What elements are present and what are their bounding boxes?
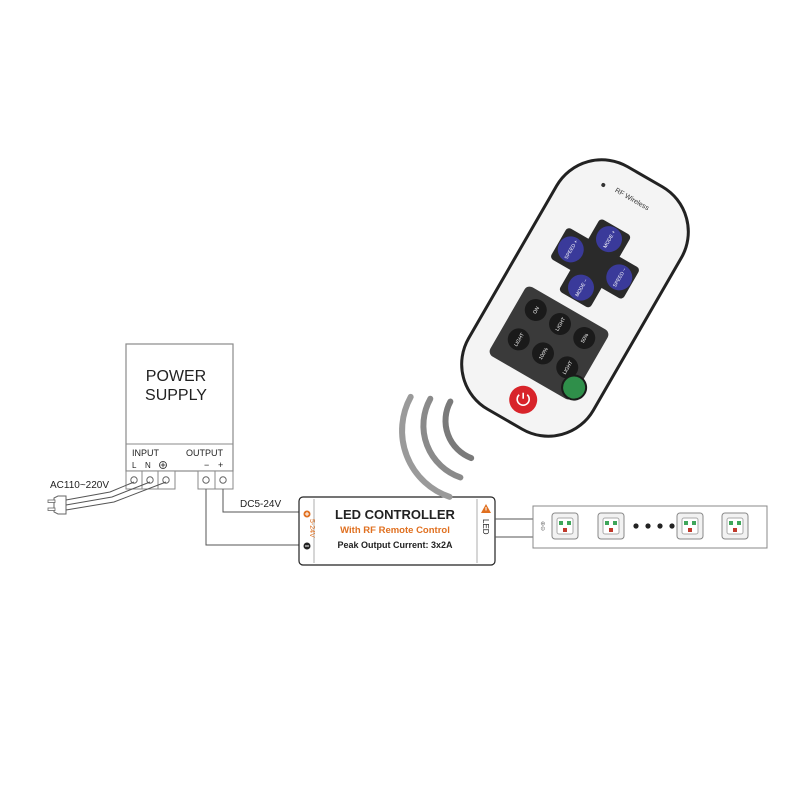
power-supply-box [125, 343, 234, 472]
wire-ac-ground [65, 481, 167, 511]
wire-dc-minus [205, 489, 299, 546]
rf-remote: RF Wireless SPEED + SPEED − MODE + MODE … [460, 158, 690, 438]
controller-led-side: LED [481, 519, 490, 535]
full-light-label: 100% [538, 346, 550, 361]
led-chip [676, 512, 704, 540]
half-light-button[interactable]: 50% [569, 323, 599, 353]
speed-up-button[interactable]: SPEED + [553, 232, 589, 268]
ellipsis-dot [669, 523, 675, 529]
mode-up-button[interactable]: MODE + [591, 221, 627, 257]
ellipsis-dot [633, 523, 639, 529]
terminal-screw-ground [162, 476, 170, 484]
mode-down-button[interactable]: MODE − [563, 270, 599, 306]
terminal-screw-minus [202, 476, 210, 484]
controller-title: LED CONTROLLER [335, 507, 455, 522]
light-button-1[interactable]: LIGHT [545, 309, 575, 339]
warning-icon [481, 504, 491, 513]
power-button[interactable] [504, 381, 542, 419]
output-label: OUTPUT [186, 448, 224, 458]
ellipsis-dot [657, 523, 663, 529]
terminal-screw-n [146, 476, 154, 484]
led-chip [597, 512, 625, 540]
wire-ac-l [65, 481, 135, 501]
rf-signal-icon [399, 393, 475, 500]
ground-icon [159, 461, 167, 469]
controller-body [298, 496, 496, 566]
wire-ac-n [65, 481, 151, 506]
on-light-button[interactable]: ON [521, 295, 551, 325]
input-label: INPUT [132, 448, 160, 458]
controller-voltage-side: 5-24V [308, 519, 315, 538]
terminal-minus-label: − [204, 460, 209, 470]
led-strip: ⊕⊖ [532, 505, 768, 549]
ellipsis-dot [645, 523, 651, 529]
led-strip-marking-icon: ⊕⊖ [539, 521, 545, 531]
remote-led-indicator-icon [601, 183, 606, 188]
ac-plug: AC110~220V [47, 480, 167, 515]
half-light-label: 50% [580, 332, 590, 344]
plug-prong-bottom [47, 507, 56, 511]
terminal-plus-label: + [218, 460, 223, 470]
full-light-button[interactable]: 100% [528, 338, 558, 368]
terminal-n-label: N [145, 461, 151, 470]
power-input-minus-icon [303, 542, 311, 550]
plug-prong-top [47, 499, 56, 503]
speed-down-button[interactable]: SPEED − [601, 260, 637, 296]
green-button[interactable] [558, 371, 591, 404]
led-chip [721, 512, 749, 540]
led-controller: LED CONTROLLER With RF Remote Control Pe… [298, 496, 496, 566]
on-light-label: ON [532, 305, 541, 315]
terminal-screw-l [130, 476, 138, 484]
plug-body [53, 495, 67, 515]
controller-subtitle: With RF Remote Control [340, 525, 450, 536]
dc-voltage-label: DC5-24V [240, 499, 281, 510]
button-grid-panel [489, 286, 609, 400]
power-input-plus-icon [303, 510, 311, 518]
light-button-2[interactable]: LIGHT [504, 324, 534, 354]
light-button-3[interactable]: LIGHT [552, 352, 582, 382]
ac-input-label: AC110~220V [50, 480, 109, 491]
power-supply: POWER SUPPLY INPUT OUTPUT L N − + [125, 343, 234, 490]
power-supply-title-1: POWER [146, 368, 206, 385]
terminal-l-label: L [132, 461, 137, 470]
power-supply-title-2: SUPPLY [145, 387, 207, 404]
led-chip [551, 512, 579, 540]
power-icon [516, 392, 530, 406]
wire-dc-plus [222, 489, 299, 513]
controller-peak-output: Peak Output Current: 3x2A [337, 540, 453, 550]
terminal-screw-plus [219, 476, 227, 484]
led-strip-ellipsis [633, 523, 675, 529]
